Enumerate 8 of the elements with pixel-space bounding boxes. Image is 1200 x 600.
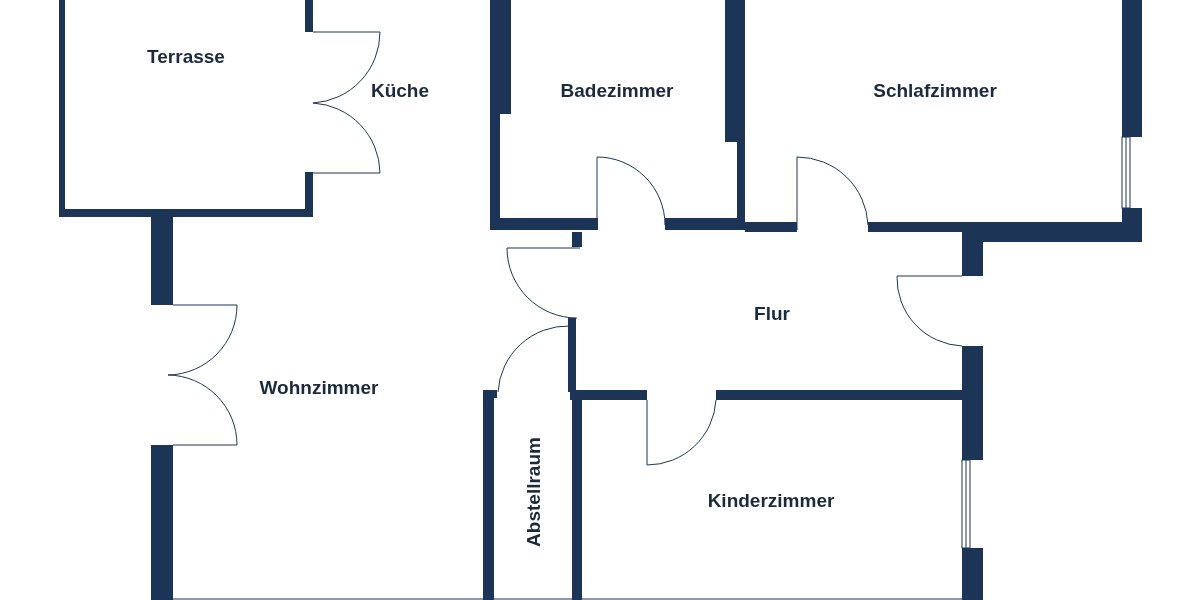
- room-label: Küche: [370, 80, 430, 100]
- room-label: Terrasse: [147, 46, 225, 66]
- room-label: Flur: [754, 303, 790, 323]
- room-label: Schlafzimmer: [873, 80, 997, 100]
- room-label: Wohnzimmer: [259, 377, 379, 397]
- room-label: Badezimmer: [560, 80, 674, 100]
- room-label: Kinderzimmer: [707, 490, 835, 510]
- room-label: Abstellraum: [523, 437, 543, 547]
